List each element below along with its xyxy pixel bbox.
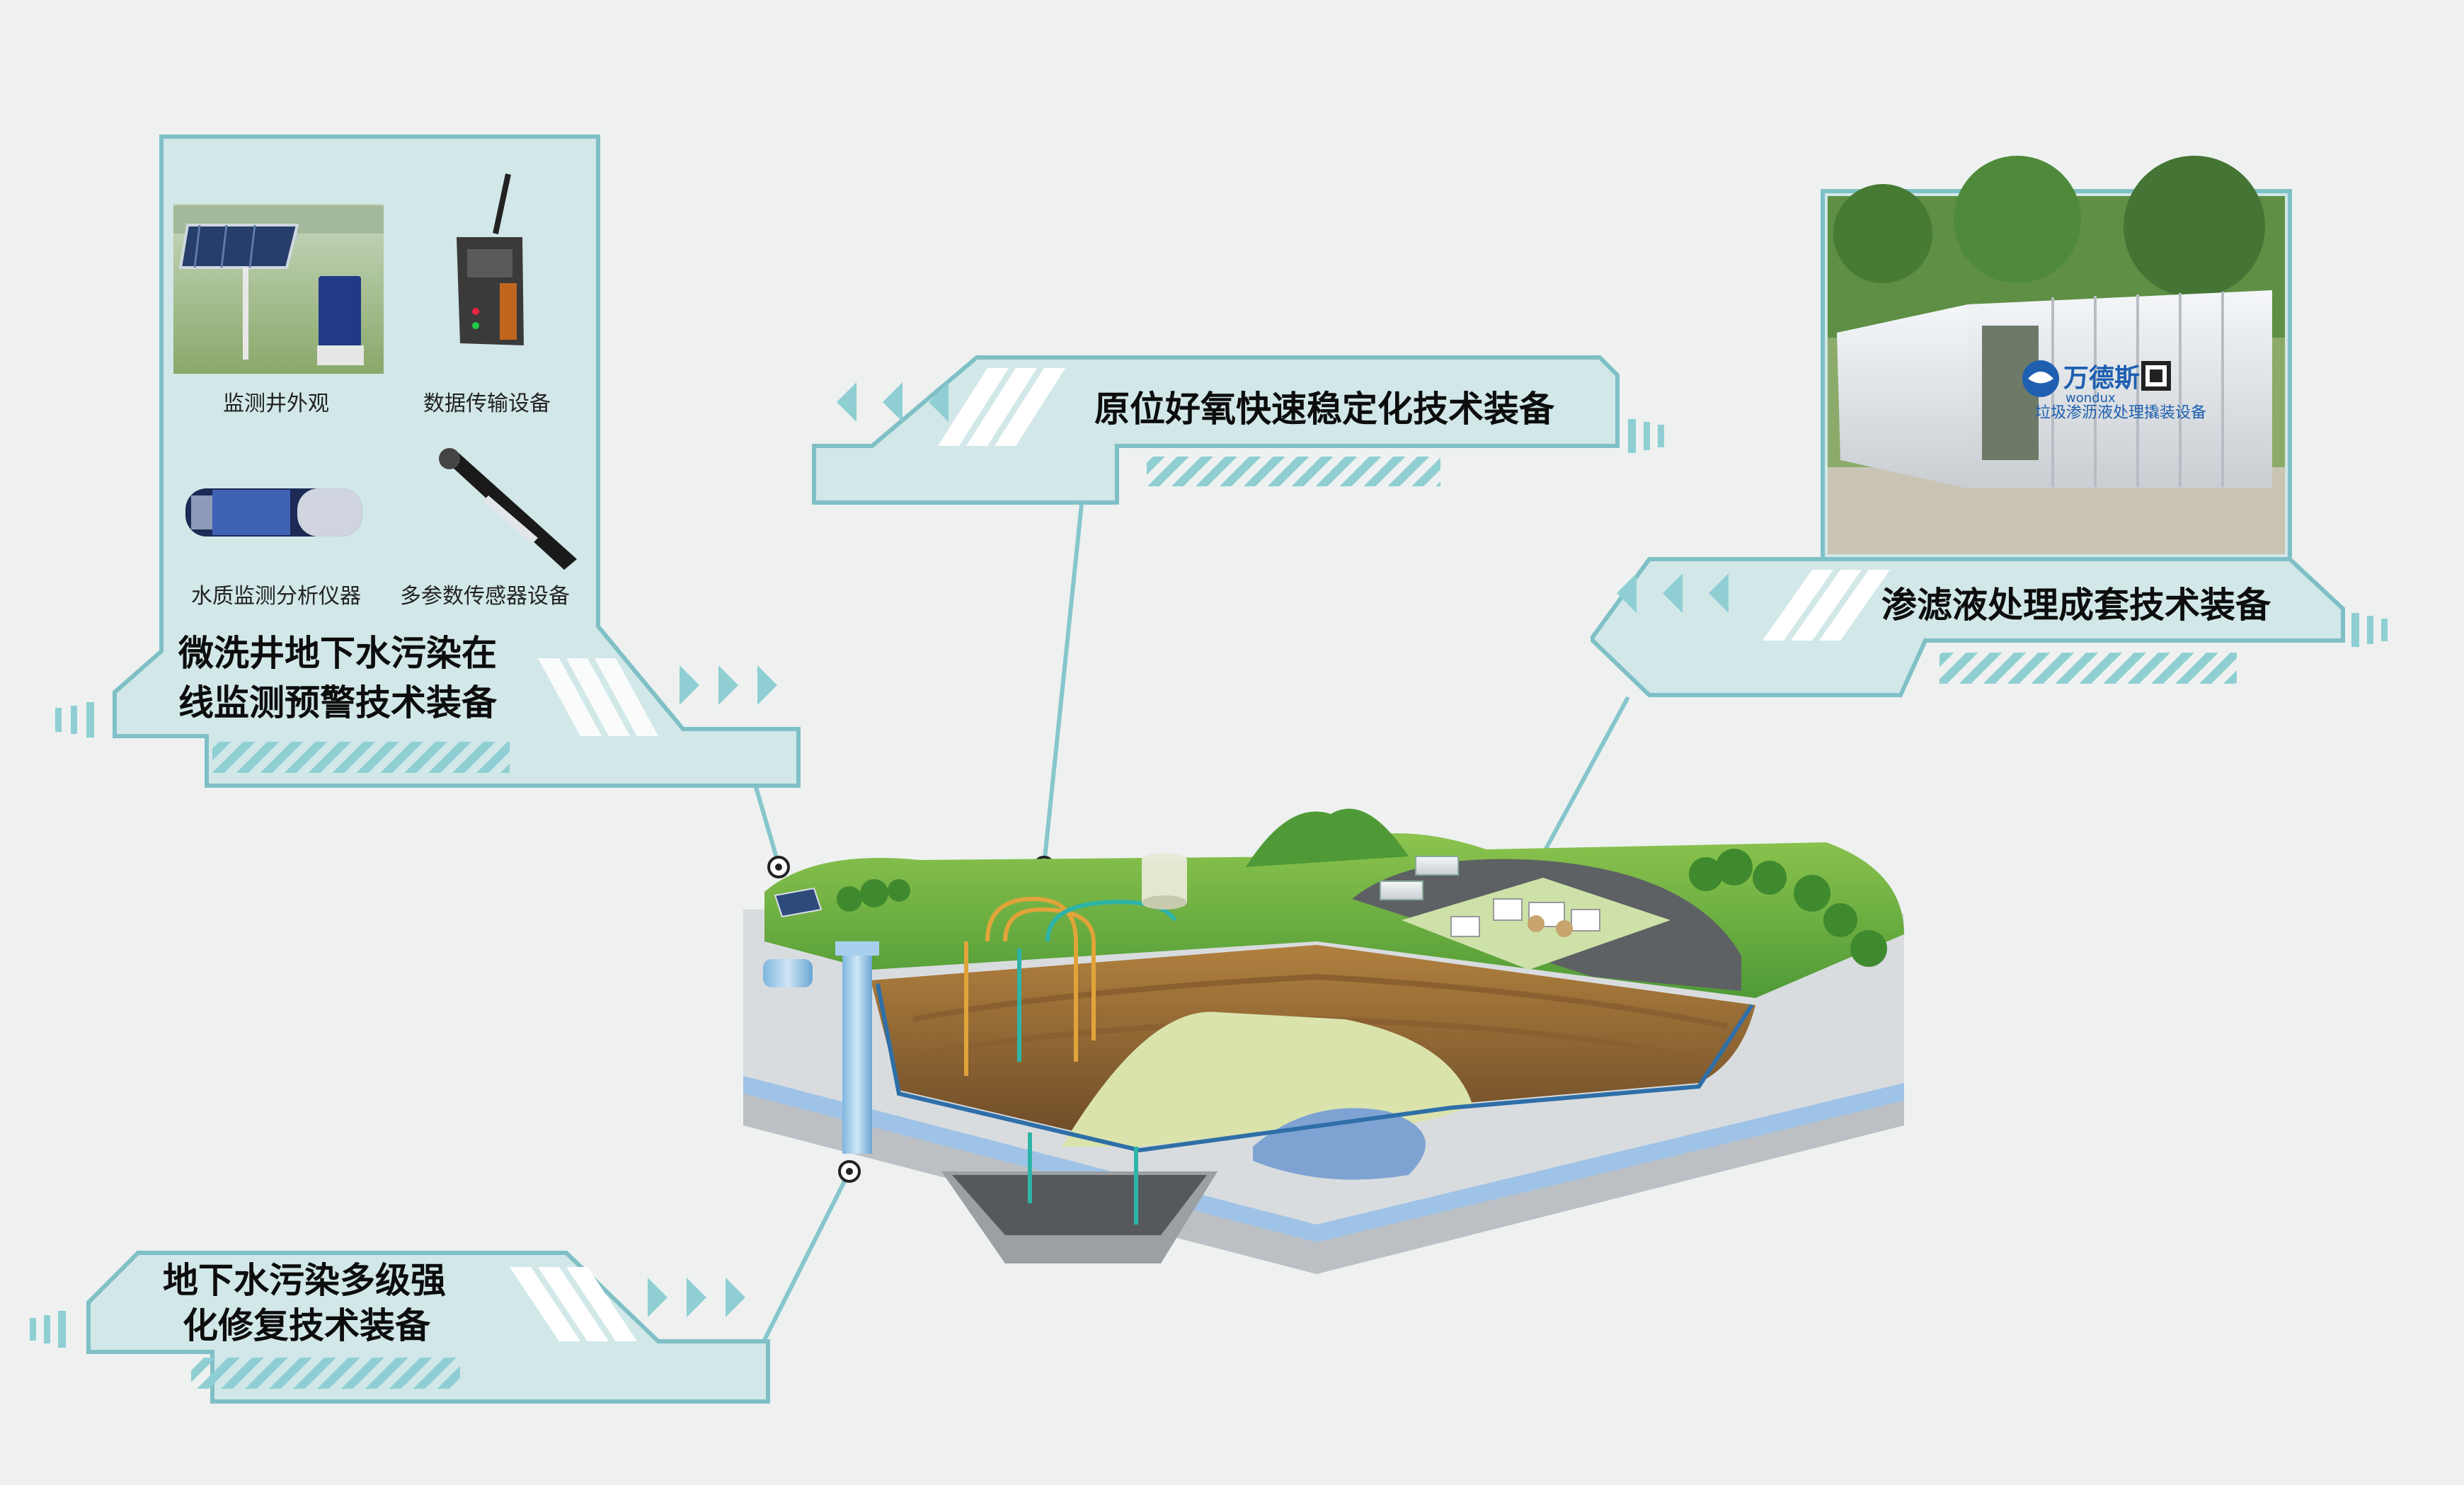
panel-ticks [55,702,94,738]
monitoring-title-line1: 微洗井地下水污染在 [178,633,497,674]
panel-hatch [191,1358,460,1389]
caption-well: 监测井外观 [223,391,329,416]
right-arrows [648,1278,745,1317]
panel-ticks [2351,613,2388,647]
leachate-panel-frame [1591,557,2345,697]
aerobic-panel: 原位好氧快速稳定化技术装备 [812,355,1664,505]
water-analyzer-icon [185,488,362,537]
left-arrows [1617,573,1729,613]
remediation-panel: 地下水污染多级强 化修复技术装备 [30,1251,770,1404]
panel-hatch [212,742,510,773]
panel-stripes [1763,570,1890,641]
solar-monitoring-well-icon [173,204,384,374]
monitoring-panel: 监测井外观 数据传输设备 水质监测分析仪器 多参数传感器设备 微洗井地下水污染在… [55,134,801,788]
landfill-cross-section [743,808,1904,1274]
connector-aerobic [1042,503,1084,866]
panel-stripes [510,1267,637,1341]
caption-analyzer: 水质监测分析仪器 [191,584,361,609]
connector-remediation [762,1170,852,1341]
leachate-title: 渗滤液处理成套技术装备 [1881,585,2271,626]
container-brand: 万德斯 [2063,364,2140,393]
leachate-container-photo: 万德斯 wondux 垃圾渗沥液处理撬装设备 [1828,156,2285,554]
panel-stripes [538,658,658,736]
right-arrows [680,665,777,705]
aerobic-title: 原位好氧快速稳定化技术装备 [1094,389,1555,430]
panel-hatch [1147,457,1440,486]
container-brand-en: wondux [2065,391,2116,406]
monitoring-title-line2: 线监测预警技术装备 [178,682,498,723]
data-transmitter-icon [457,173,524,345]
remediation-title-line1: 地下水污染多级强 [163,1260,446,1301]
panel-ticks [30,1311,66,1348]
caption-sensor: 多参数传感器设备 [400,584,570,609]
panel-stripes [938,368,1065,446]
sensor-probe-icon [439,448,577,570]
caption-transmitter: 数据传输设备 [423,391,551,416]
connector-lines [754,503,1630,1341]
panel-hatch [1939,653,2237,684]
remediation-title-line2: 化修复技术装备 [183,1305,431,1346]
connector-leachate [1534,696,1630,868]
panel-ticks [1628,419,1664,453]
connector-monitoring [754,786,781,866]
left-arrows [837,382,949,422]
container-text: 垃圾渗沥液处理撬装设备 [2035,404,2206,422]
leachate-panel: 万德斯 wondux 垃圾渗沥液处理撬装设备 渗滤液处理成套技术装备 [1591,156,2388,697]
